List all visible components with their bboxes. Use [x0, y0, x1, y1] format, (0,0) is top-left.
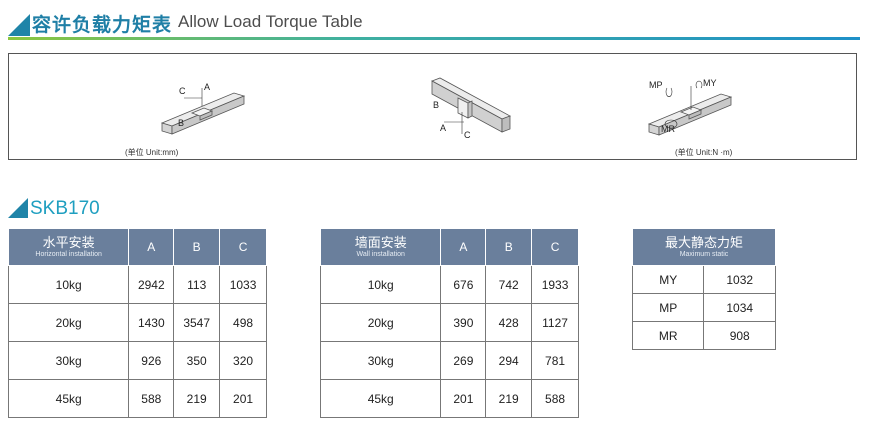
value-b: 742: [485, 265, 533, 304]
value-c: 781: [531, 341, 579, 380]
table-row: 45kg 588 219 201: [7, 379, 267, 418]
header-static: 最大静态力矩 Maximum static: [632, 228, 776, 266]
label-c: C: [464, 130, 471, 140]
load-cell: 30kg: [7, 341, 130, 380]
moment-name: MR: [631, 321, 705, 350]
header-horizontal: 水平安装 Horizontal installation: [7, 228, 130, 266]
value-a: 926: [128, 341, 175, 380]
label-my: MY: [703, 78, 717, 88]
table-row: MY 1032: [631, 265, 776, 294]
value-b: 350: [173, 341, 221, 380]
table-row: 20kg 1430 3547 498: [7, 303, 267, 342]
value-a: 269: [440, 341, 487, 380]
header-wall: 墙面安装 Wall installation: [319, 228, 442, 266]
table-row: MP 1034: [631, 293, 776, 322]
value-b: 113: [173, 265, 221, 304]
value-b: 294: [485, 341, 533, 380]
label-b: B: [178, 118, 184, 128]
column-b: B: [485, 228, 533, 266]
section-triangle-icon: [8, 198, 28, 218]
table-row: MR 908: [631, 321, 776, 350]
header-en: Wall installation: [356, 251, 405, 258]
label-c: C: [179, 86, 186, 96]
header-cn: 最大静态力矩: [664, 235, 743, 250]
load-cell: 45kg: [319, 379, 442, 418]
diagram-panel: C A B (单位 Unit:mm) B A C MP MY MR (单位 Un…: [8, 53, 857, 160]
table-row: 45kg 201 219 588: [319, 379, 579, 418]
moment-name: MP: [631, 293, 705, 322]
table-row: 30kg 269 294 781: [319, 341, 579, 380]
value-c: 1033: [219, 265, 267, 304]
title-chinese: 容许负载力矩表: [32, 14, 173, 36]
column-a: A: [128, 228, 175, 266]
label-b: B: [433, 100, 439, 110]
value-c: 320: [219, 341, 267, 380]
table-row: 20kg 390 428 1127: [319, 303, 579, 342]
column-c: C: [219, 228, 267, 266]
column-a: A: [440, 228, 487, 266]
value-a: 2942: [128, 265, 175, 304]
load-cell: 20kg: [319, 303, 442, 342]
horizontal-installation-diagram: C A B: [160, 82, 246, 135]
label-mr: MR: [661, 124, 675, 134]
load-cell: 30kg: [319, 341, 442, 380]
header-cn: 墙面安装: [354, 235, 407, 250]
table-row: 30kg 926 350 320: [7, 341, 267, 380]
unit-mm: (单位 Unit:mm): [125, 148, 179, 157]
table-row: 10kg 676 742 1933: [319, 265, 579, 304]
value-a: 676: [440, 265, 487, 304]
value-a: 588: [128, 379, 175, 418]
load-cell: 45kg: [7, 379, 130, 418]
moment-diagram: MP MY MR: [647, 78, 733, 136]
wall-installation-diagram: B A C: [431, 77, 511, 140]
label-mp: MP: [649, 80, 663, 90]
value-b: 219: [485, 379, 533, 418]
column-b: B: [173, 228, 221, 266]
moment-name: MY: [631, 265, 705, 294]
unit-nm: (单位 Unit:N ·m): [675, 148, 733, 157]
value-c: 1127: [531, 303, 579, 342]
header-cn: 水平安装: [42, 235, 95, 250]
header-triangle-icon: [8, 14, 30, 36]
moment-value: 908: [703, 321, 776, 350]
load-cell: 10kg: [7, 265, 130, 304]
value-a: 390: [440, 303, 487, 342]
load-cell: 20kg: [7, 303, 130, 342]
max-static-moment-table: 最大静态力矩 Maximum static MY 1032 MP 1034 MR…: [631, 228, 776, 350]
page-header: 容许负载力矩表 Allow Load Torque Table: [8, 6, 860, 40]
value-b: 428: [485, 303, 533, 342]
value-c: 201: [219, 379, 267, 418]
value-c: 1933: [531, 265, 579, 304]
value-c: 588: [531, 379, 579, 418]
table-row: 10kg 2942 113 1033: [7, 265, 267, 304]
wall-installation-table: 墙面安装 Wall installation A B C 10kg 676 74…: [319, 228, 579, 418]
title-english: Allow Load Torque Table: [178, 12, 363, 31]
model-name: SKB170: [30, 198, 100, 219]
column-c: C: [531, 228, 579, 266]
header-en: Horizontal installation: [35, 251, 102, 258]
moment-value: 1034: [703, 293, 776, 322]
label-a: A: [440, 123, 446, 133]
value-c: 498: [219, 303, 267, 342]
value-b: 3547: [173, 303, 221, 342]
value-b: 219: [173, 379, 221, 418]
horizontal-installation-table: 水平安装 Horizontal installation A B C 10kg …: [7, 228, 267, 418]
label-a: A: [204, 82, 210, 92]
value-a: 201: [440, 379, 487, 418]
value-a: 1430: [128, 303, 175, 342]
load-cell: 10kg: [319, 265, 442, 304]
moment-value: 1032: [703, 265, 776, 294]
header-underline: [8, 37, 860, 40]
header-en: Maximum static: [679, 251, 729, 258]
